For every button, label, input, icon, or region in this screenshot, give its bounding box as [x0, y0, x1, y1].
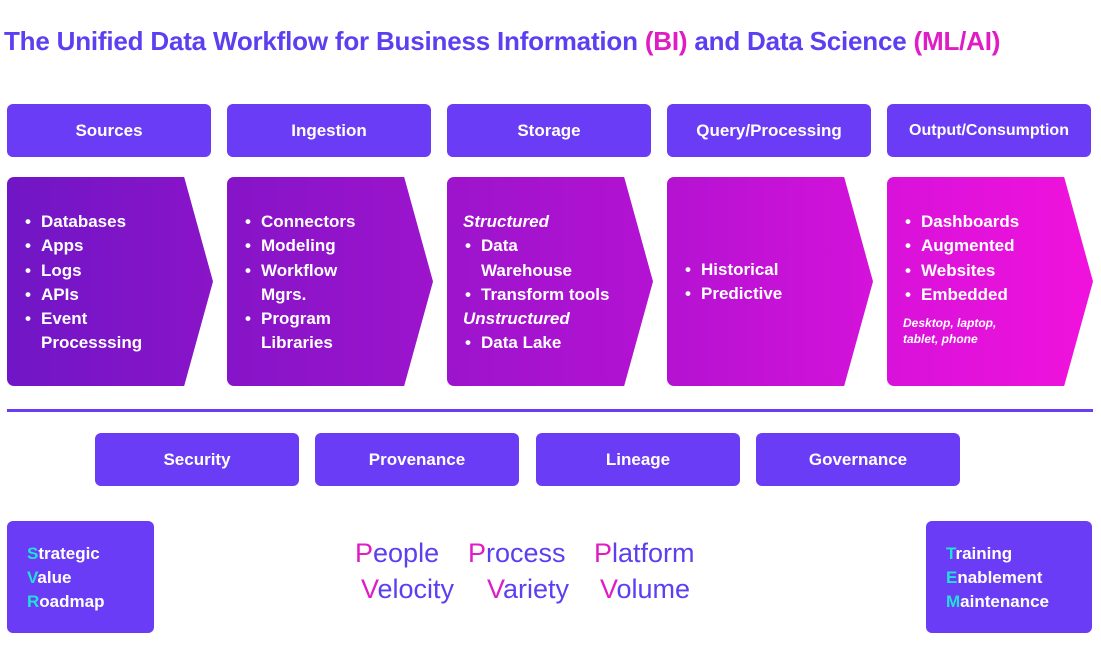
team-line: Training — [946, 544, 1013, 563]
stage-header-query-processing: Query/Processing — [667, 104, 871, 157]
svr-box: Strategic Value Roadmap — [7, 521, 154, 633]
list-item: Websites — [903, 259, 1073, 284]
stage-header-ingestion: Ingestion — [227, 104, 431, 157]
team-box: Training Enablement Maintenance — [926, 521, 1092, 633]
title-highlight-bi: (BI) — [644, 26, 688, 56]
stage-chevron-ingestion: Connectors Modeling Workflow Mgrs. Progr… — [227, 177, 433, 386]
stage-chevron-query-processing: Historical Predictive — [667, 177, 873, 386]
concern-governance: Governance — [756, 433, 960, 486]
list-item: Program Libraries — [243, 307, 383, 356]
svr-line: Strategic — [27, 544, 100, 563]
stage-chevron-sources: Databases Apps Logs APIs Event Processsi… — [7, 177, 213, 386]
svr-line: Roadmap — [27, 592, 105, 611]
title-part-2: and Data Science — [687, 26, 914, 56]
stage-header-output-consumption: Output/Consumption — [887, 104, 1091, 157]
list-item: Embedded — [903, 283, 1073, 308]
list-item: Augmented — [903, 234, 1073, 259]
list-item: Connectors — [243, 210, 383, 235]
device-note: Desktop, laptop, tablet, phone — [903, 316, 997, 347]
pillar-word: Platform — [594, 538, 695, 568]
team-line: Maintenance — [946, 592, 1049, 611]
concern-provenance: Provenance — [315, 433, 519, 486]
concern-lineage: Lineage — [536, 433, 740, 486]
stage-header-sources: Sources — [7, 104, 211, 157]
list-item: Logs — [23, 259, 188, 284]
svr-line: Value — [27, 568, 72, 587]
list-item: Apps — [23, 234, 188, 259]
section-divider — [7, 409, 1093, 412]
list-item: Data Lake — [463, 331, 633, 356]
list-item: Workflow Mgrs. — [243, 259, 383, 308]
category-label-structured: Structured — [463, 212, 549, 231]
list-item: Transform tools — [463, 283, 633, 308]
pillar-word: Process — [468, 538, 566, 568]
stage-header-storage: Storage — [447, 104, 651, 157]
pillar-word: Volume — [600, 574, 691, 604]
list-item: Data Warehouse — [463, 234, 581, 283]
category-label-unstructured: Unstructured — [463, 309, 570, 329]
list-item: Event Processsing — [23, 307, 188, 356]
stage-chevron-storage: Structured Data Warehouse Transform tool… — [447, 177, 653, 386]
pillar-word: People — [355, 538, 440, 568]
title-highlight-mlai: (ML/AI) — [913, 26, 1001, 56]
list-item: Databases — [23, 210, 188, 235]
list-item: APIs — [23, 283, 188, 308]
diagram-title: The Unified Data Workflow for Business I… — [4, 26, 1101, 57]
list-item: Modeling — [243, 234, 383, 259]
list-item: Historical — [683, 258, 853, 283]
title-part-1: The Unified Data Workflow for Business I… — [4, 26, 645, 56]
pillar-word: Velocity — [361, 574, 455, 604]
stage-chevron-output-consumption: Dashboards Augmented Websites Embedded D… — [887, 177, 1093, 386]
team-line: Enablement — [946, 568, 1043, 587]
pillar-word: Variety — [487, 574, 570, 604]
concern-security: Security — [95, 433, 299, 486]
list-item: Dashboards — [903, 210, 1073, 235]
list-item: Predictive — [683, 282, 853, 307]
